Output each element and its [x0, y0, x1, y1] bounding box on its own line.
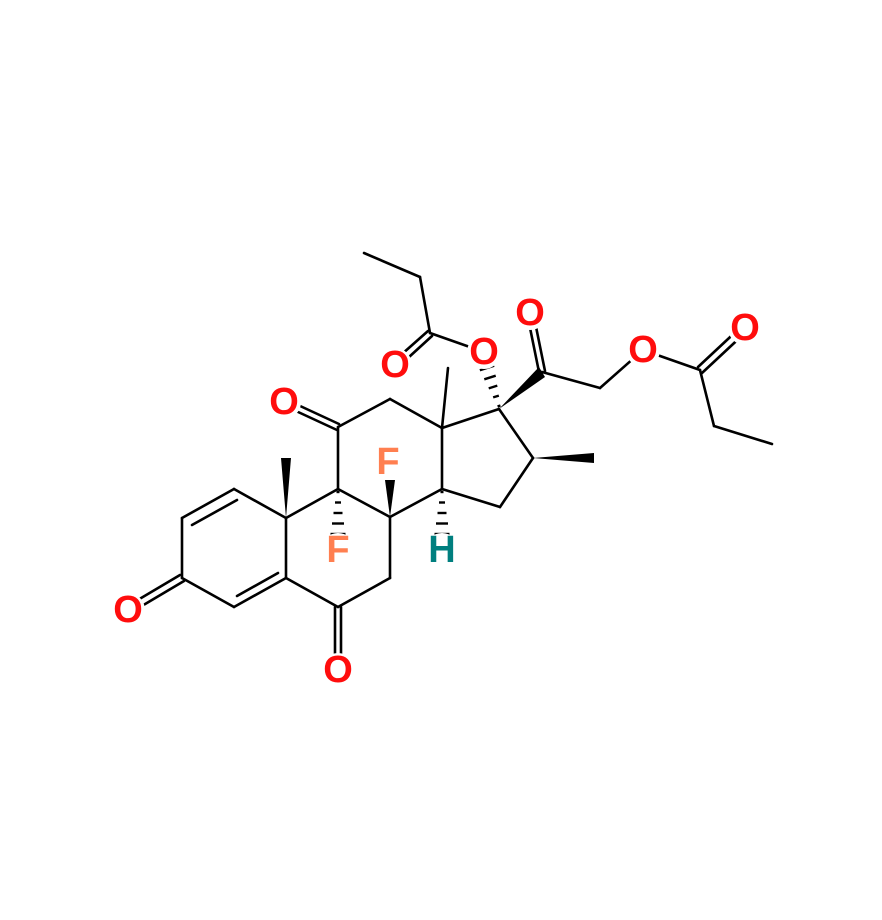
bond [440, 407, 501, 430]
bond [336, 397, 392, 429]
bond [232, 487, 288, 520]
bond [388, 397, 444, 430]
atom-oxygen: O [380, 344, 410, 386]
label-mask [425, 533, 459, 567]
atom-oxygen: O [269, 381, 299, 423]
atom-fluorine: F [326, 529, 349, 571]
bond [336, 576, 392, 609]
atom-hydrogen: H [428, 529, 455, 571]
label-mask [321, 653, 355, 687]
bond [180, 487, 236, 520]
label-mask [728, 311, 762, 345]
hashed-bonds [330, 364, 501, 536]
bond [336, 487, 392, 519]
atom-oxygen: O [469, 331, 499, 373]
wedge-bond [533, 453, 594, 463]
label-mask [111, 593, 145, 627]
bond [712, 424, 774, 446]
label-mask [513, 296, 547, 330]
wedge-bond [385, 480, 395, 517]
atom-oxygen: O [515, 292, 545, 334]
bond [440, 366, 450, 430]
label-mask [371, 445, 405, 479]
atom-oxygen: O [323, 649, 353, 691]
atom-oxygen: O [628, 329, 658, 371]
bond [497, 407, 535, 460]
bond [284, 487, 340, 520]
hash-segment [492, 394, 500, 399]
bonds [124, 251, 774, 670]
label-mask [626, 333, 660, 367]
atom-oxygen: O [730, 307, 760, 349]
atom-fluorine: F [376, 441, 399, 483]
hash-segment [488, 384, 498, 390]
bond [698, 368, 716, 428]
bond [284, 576, 340, 609]
hash-segment [483, 374, 497, 381]
atom-oxygen: O [113, 589, 143, 631]
label-mask [378, 348, 412, 382]
label-mask [267, 385, 301, 419]
bond [232, 576, 288, 609]
bond [418, 275, 432, 335]
label-mask [321, 533, 355, 567]
bond [362, 251, 422, 279]
hash-segment [497, 404, 501, 408]
atom-labels: O O O F F H O O O O O [111, 292, 762, 691]
bond [498, 456, 535, 509]
bond [540, 370, 602, 390]
bond [388, 487, 444, 519]
bond [180, 576, 236, 609]
bond [235, 571, 280, 598]
label-mask [467, 335, 501, 369]
bond [440, 487, 502, 509]
wedge-bond [281, 458, 291, 518]
wedge-bond [499, 367, 545, 409]
bond [190, 498, 239, 527]
